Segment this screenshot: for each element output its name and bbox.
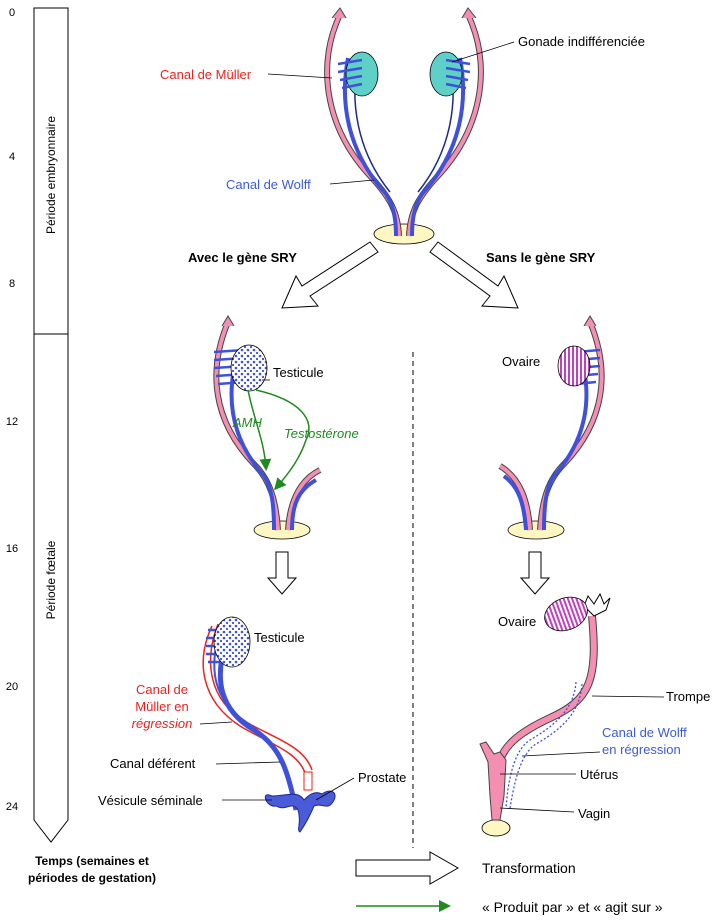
male-mid-sinus (253, 520, 311, 540)
prostate-label: Prostate (358, 770, 406, 785)
female-final-ovary-label: Ovaire (498, 614, 536, 629)
testosterone-arrow (255, 389, 310, 491)
arrow-without-sry (429, 241, 519, 309)
arrow-down-male (266, 551, 298, 595)
legend-transformation-arrow (355, 851, 460, 885)
female-mid-ovary (557, 345, 591, 387)
female-mid-stage: Ovaire (498, 315, 605, 540)
wolff-duct-right (410, 57, 466, 237)
branch-arrows: Avec le gène SRY Sans le gène SRY (188, 241, 596, 309)
tube-label: Trompe (666, 689, 710, 704)
male-mid-testis-label: Testicule (273, 365, 324, 380)
legend-produced-label: « Produit par » et « agit sur » (482, 899, 663, 915)
tick-0: 0 (9, 7, 15, 19)
seminal-vesicle-prostate (264, 790, 336, 833)
legend: Transformation « Produit par » et « agit… (355, 851, 663, 915)
uterus-label: Utérus (580, 767, 619, 782)
wolff-regression-duct-a (505, 681, 577, 809)
urogenital-sinus (373, 223, 435, 245)
wolff-regression-duct-b (509, 683, 583, 809)
male-final-testis (213, 616, 251, 668)
female-final-stage: Ovaire Trompe Canal de Wolff en régressi… (479, 592, 710, 837)
testosterone-label: Testostérone (284, 426, 359, 441)
arrow-with-sry (281, 241, 379, 309)
vagina-label: Vagin (578, 806, 610, 821)
fetal-period-label: Période fœtale (44, 540, 58, 619)
muller-regression-label-1: Canal de (136, 682, 188, 697)
seminal-vesicle-label: Vésicule séminale (98, 793, 203, 808)
muller-duct-right (407, 13, 483, 237)
tick-20: 20 (6, 681, 18, 693)
female-final-sinus (481, 819, 511, 837)
indifferent-stage: Canal de Müller Gonade indifférenciée Ca… (160, 7, 645, 245)
time-axis-title-line1: Temps (semaines et (35, 854, 149, 868)
amh-label: AMH (232, 415, 263, 430)
embryonic-period-label: Période embryonnaire (44, 116, 58, 234)
muller-funnel-right (461, 7, 477, 19)
vas-deferens-label: Canal déférent (110, 756, 196, 771)
wolff-regression-label-2: en régression (602, 742, 681, 757)
female-mid-ovary-label: Ovaire (502, 354, 540, 369)
wolff-duct-label: Canal de Wolff (226, 177, 311, 192)
gonad-left (345, 51, 379, 97)
tubules-left (337, 58, 363, 90)
female-final-ovary (544, 596, 588, 632)
male-mid-stage: Testicule AMH Testostérone (213, 315, 359, 540)
female-mid-wolff-right (542, 359, 589, 531)
male-mid-wolff-left (229, 359, 276, 531)
with-sry-label: Avec le gène SRY (188, 250, 297, 265)
arrow-down-female (519, 551, 551, 595)
fimbriae (583, 592, 611, 617)
tick-16: 16 (6, 543, 18, 555)
tick-8: 8 (9, 278, 15, 290)
muller-regression-duct-a (202, 625, 307, 777)
female-mid-sinus (507, 520, 565, 540)
gonad-label: Gonade indifférenciée (518, 34, 645, 49)
muller-duct-label: Canal de Müller (160, 67, 252, 82)
male-mid-wolff-right (290, 478, 318, 531)
tubules-right (445, 58, 471, 90)
gonad-right (429, 51, 463, 97)
legend-transformation-label: Transformation (482, 860, 576, 876)
male-mid-muller-right (286, 468, 321, 531)
muller-regression-label-2: Müller en (135, 699, 188, 714)
female-mid-wolff-left (502, 474, 528, 531)
without-sry-label: Sans le gène SRY (486, 250, 596, 265)
tick-12: 12 (6, 416, 18, 428)
muller-funnel-left (331, 7, 347, 19)
tick-4: 4 (9, 151, 15, 163)
amh-arrow (247, 389, 272, 471)
wolff-regression-label-1: Canal de Wolff (602, 725, 687, 740)
muller-regression-label-3: régression (132, 716, 193, 731)
wolff-duct-left (342, 57, 398, 237)
utricle (303, 771, 313, 791)
uterine-tube (497, 615, 597, 762)
uterus (479, 741, 507, 821)
muller-duct-left (325, 13, 401, 237)
timeline: 0 4 8 12 16 20 24 Période embryonnaire P… (6, 7, 156, 885)
tick-24: 24 (6, 801, 18, 813)
male-mid-testis (230, 344, 268, 392)
male-final-testis-label: Testicule (254, 630, 305, 645)
time-axis-title-line2: périodes de gestation) (28, 871, 156, 885)
female-mid-muller-left (498, 464, 532, 531)
male-final-stage: Testicule Canal de Müller en régression … (98, 616, 406, 833)
